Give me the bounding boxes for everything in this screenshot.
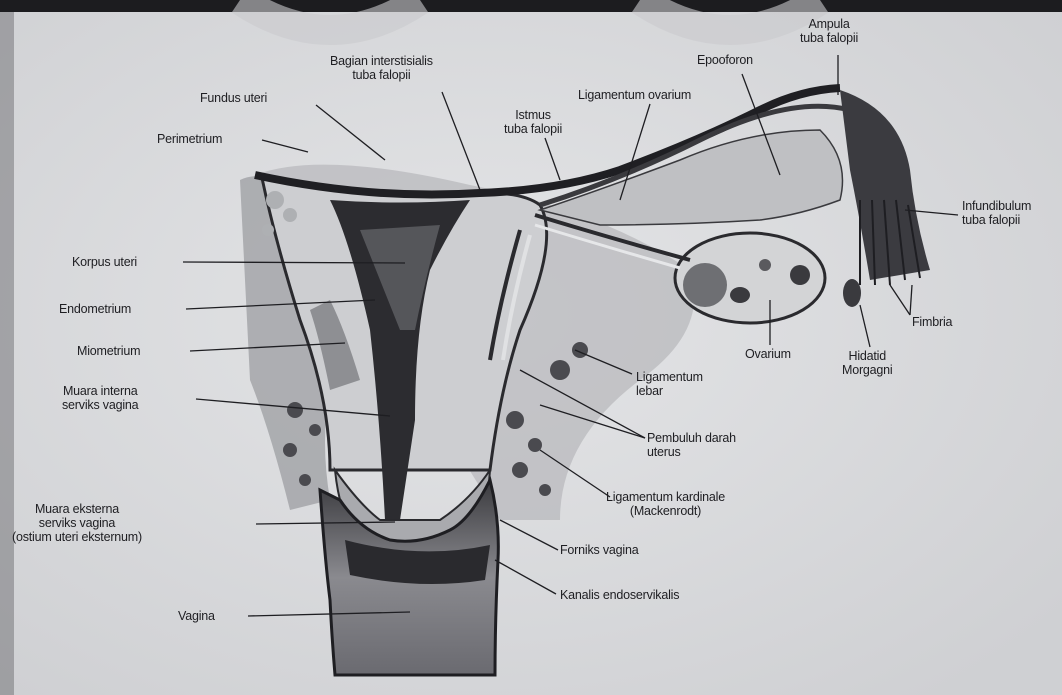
label-kanalis: Kanalis endoservikalis bbox=[560, 588, 679, 602]
label-korpus-uteri: Korpus uteri bbox=[72, 255, 137, 269]
label-fundus-uteri: Fundus uteri bbox=[200, 91, 267, 105]
label-vagina: Vagina bbox=[178, 609, 215, 623]
label-perimetrium: Perimetrium bbox=[157, 132, 222, 146]
label-fimbria: Fimbria bbox=[912, 315, 952, 329]
label-ligamentum-kardinale: Ligamentum kardinale(Mackenrodt) bbox=[606, 490, 725, 518]
hydatid-shape bbox=[843, 279, 861, 307]
label-ovarium: Ovarium bbox=[745, 347, 791, 361]
label-epooforon: Epooforon bbox=[697, 53, 753, 67]
label-miometrium: Miometrium bbox=[77, 344, 140, 358]
label-endometrium: Endometrium bbox=[59, 302, 131, 316]
label-ligamentum-ovarium: Ligamentum ovarium bbox=[578, 88, 691, 102]
label-forniks-vagina: Forniks vagina bbox=[560, 543, 639, 557]
